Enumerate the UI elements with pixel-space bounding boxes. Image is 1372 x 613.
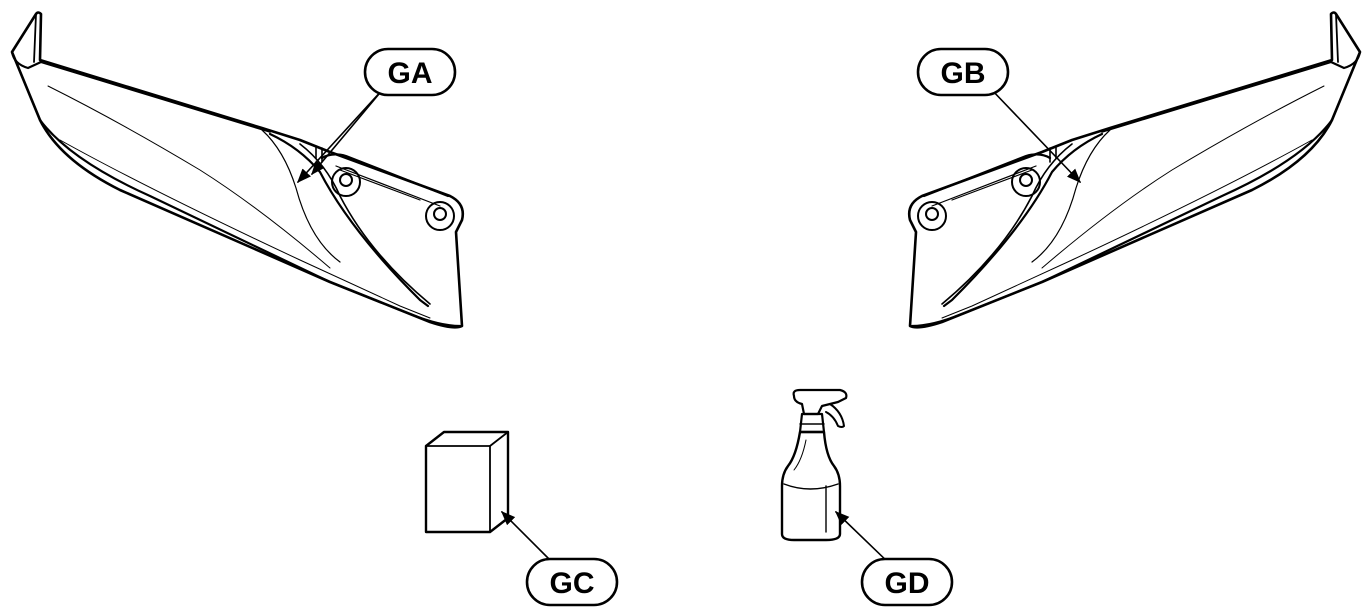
- leader-gb: [989, 87, 1081, 184]
- callout-gc-label: GC: [550, 567, 595, 600]
- callout-gb: GB: [916, 47, 1010, 97]
- leader-lines: [297, 87, 1081, 567]
- callout-gb-label: GB: [941, 57, 986, 90]
- leader-ga-2: [311, 87, 385, 176]
- callout-gc: GC: [525, 557, 619, 607]
- callout-gd-label: GD: [885, 567, 930, 600]
- callout-ga-label: GA: [388, 57, 433, 90]
- leader-gd: [834, 511, 893, 567]
- right-side-cover: [907, 11, 1362, 329]
- leader-gc: [500, 510, 557, 567]
- cleaning-block: [424, 430, 510, 534]
- spray-bottle: [780, 388, 848, 542]
- callout-gd: GD: [860, 557, 954, 607]
- left-side-cover: [10, 11, 465, 329]
- callout-ga: GA: [363, 47, 457, 97]
